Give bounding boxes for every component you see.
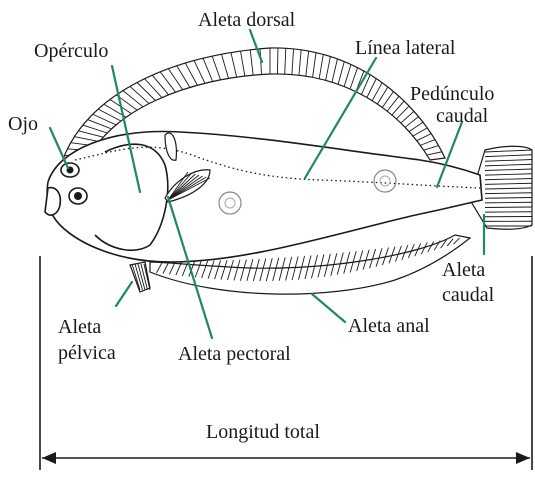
- fin-ray: [485, 202, 532, 203]
- label-caudal-peduncle-2: caudal: [436, 105, 489, 127]
- eye-lower: [69, 188, 87, 204]
- label-caudal-fin-2: caudal: [442, 284, 495, 306]
- label-eye: Ojo: [8, 113, 38, 135]
- label-pelvic-fin-1: Aleta: [58, 316, 101, 338]
- fin-ray: [277, 48, 278, 74]
- operculum: [95, 144, 168, 250]
- label-caudal-fin-1: Aleta: [442, 259, 485, 281]
- dimension-arrow-right: [516, 452, 530, 464]
- leader-anal-fin: [312, 294, 345, 322]
- leader-pelvic-fin: [116, 282, 132, 306]
- label-pelvic-fin-2: pélvica: [58, 342, 116, 364]
- dimension-arrow-left: [42, 452, 56, 464]
- label-caudal-peduncle-1: Pedúnculo: [410, 83, 494, 105]
- label-anal-fin: Aleta anal: [348, 315, 430, 337]
- leader-eye: [50, 128, 68, 168]
- eye-upper: [61, 163, 79, 177]
- label-dorsal-fin: Aleta dorsal: [198, 9, 296, 31]
- label-lateral-line: Línea lateral: [355, 37, 456, 59]
- fin-ray: [485, 207, 532, 208]
- label-total-length: Longitud total: [206, 421, 320, 443]
- mouth: [45, 188, 60, 215]
- label-pectoral-fin: Aleta pectoral: [178, 343, 291, 365]
- label-operculum: Opérculo: [34, 40, 108, 62]
